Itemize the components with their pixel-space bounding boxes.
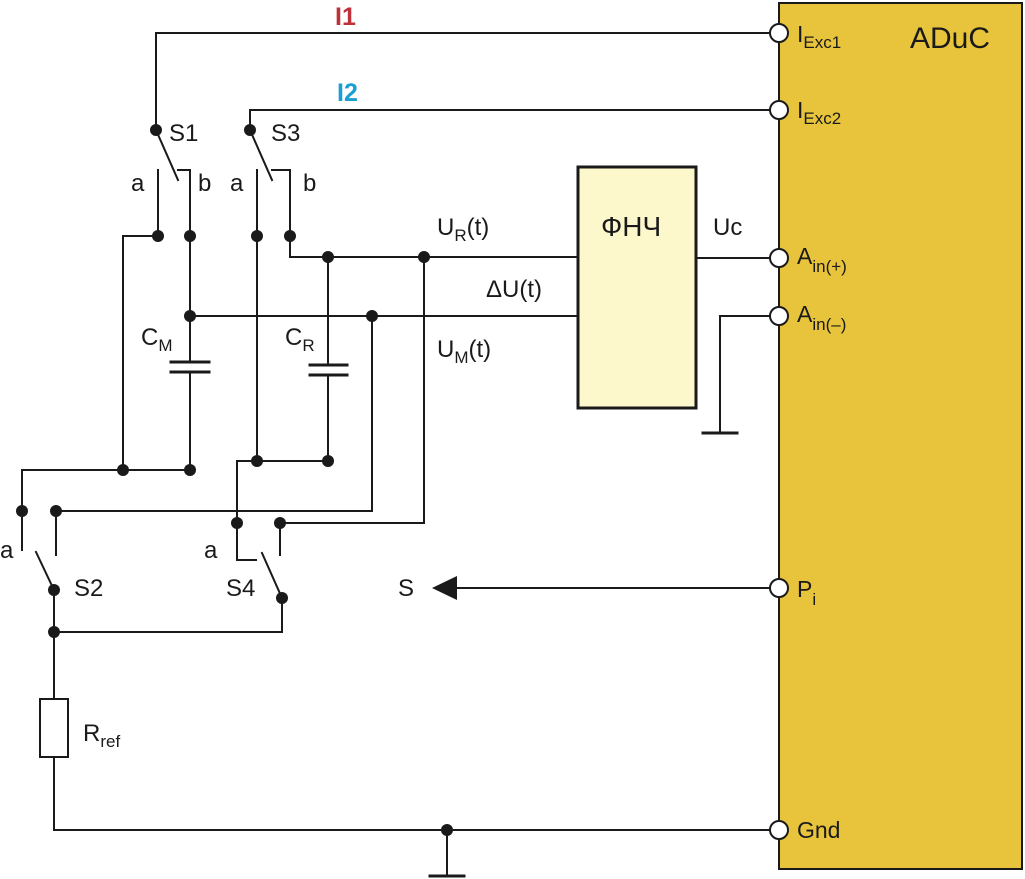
rref-resistor — [39, 698, 69, 758]
junction-dot — [322, 455, 334, 467]
i2-wire — [249, 109, 770, 131]
pin-ain-pos-label: Ain(+) — [797, 243, 847, 276]
junctions — [16, 124, 453, 836]
s1-a-label: a — [131, 170, 145, 197]
ain-neg-wire — [719, 315, 770, 434]
pin-iexc1-circle — [769, 23, 789, 43]
junction-dot — [251, 455, 263, 467]
pin-ain-neg-label: Ain(–) — [797, 301, 846, 334]
s4-a-label: a — [204, 537, 218, 564]
cr-label: CR — [285, 324, 315, 355]
s1-blade — [154, 128, 180, 182]
s4-label: S4 — [226, 575, 255, 602]
i2-label: I2 — [337, 79, 358, 107]
ur-label: UR(t) — [437, 214, 489, 245]
junction-dot — [48, 584, 60, 596]
pin-iexc2-label: IExc2 — [797, 97, 841, 128]
junction-dot — [48, 626, 60, 638]
i1-label: I1 — [335, 3, 356, 31]
junction-dot — [441, 824, 453, 836]
s2-a-label: a — [0, 537, 14, 564]
um-label: UM(t) — [437, 336, 491, 367]
s1-label: S1 — [169, 120, 198, 147]
s3-label: S3 — [271, 120, 300, 147]
filter-block — [576, 165, 698, 410]
junction-dot — [274, 517, 286, 529]
du-label: ΔU(t) — [486, 276, 542, 303]
pin-gnd-circle — [769, 820, 789, 840]
junction-dot — [184, 230, 196, 242]
junction-dot — [322, 251, 334, 263]
du-to-s2-wire — [55, 315, 373, 556]
junction-dot — [366, 310, 378, 322]
junction-dot — [244, 124, 256, 136]
wires — [21, 32, 770, 878]
s-output-label: S — [398, 575, 414, 602]
pin-circles — [769, 23, 789, 840]
pin-iexc2-circle — [769, 100, 789, 120]
s3-b-label: b — [303, 170, 316, 197]
s1a-wire — [122, 235, 159, 471]
pin-ain-pos-circle — [769, 248, 789, 268]
junction-dot — [418, 251, 430, 263]
s3b-wire — [289, 235, 579, 258]
filter-label: ФНЧ — [601, 211, 661, 242]
junction-dot — [284, 230, 296, 242]
s1-b-label: b — [198, 170, 211, 197]
junction-dot — [276, 592, 288, 604]
s1-contact-b — [177, 169, 191, 237]
s3-a-label: a — [230, 170, 244, 197]
s4-a-wire — [236, 460, 257, 561]
s3-contact-b — [271, 169, 291, 237]
s4-common-wire — [53, 597, 283, 633]
pin-ain-neg-circle — [769, 306, 789, 326]
pin-pi-label: Pi — [797, 576, 816, 609]
junction-dot — [251, 230, 263, 242]
junction-dot — [50, 505, 62, 517]
i1-wire — [155, 32, 770, 131]
pin-iexc1-label: IExc1 — [797, 21, 841, 52]
s-output-arrow — [432, 576, 457, 600]
cm-label: CM — [141, 324, 173, 355]
uc-label: Uc — [713, 214, 742, 241]
rref-bottom-wire — [53, 756, 770, 831]
junction-dot — [117, 464, 129, 476]
rref-label: Rref — [83, 720, 120, 751]
pin-gnd-label: Gnd — [797, 817, 840, 843]
junction-dot — [16, 505, 28, 517]
junction-dot — [184, 310, 196, 322]
junction-dot — [184, 464, 196, 476]
junction-dot — [152, 230, 164, 242]
s2-label: S2 — [74, 575, 103, 602]
s4-blade — [260, 551, 284, 600]
junction-dot — [150, 124, 162, 136]
ur-to-s4-wire — [279, 256, 425, 556]
aduc-label: ADuC — [910, 22, 990, 55]
s3-blade — [248, 128, 274, 182]
junction-dot — [231, 517, 243, 529]
pin-pi-circle — [769, 578, 789, 598]
aduc-block — [778, 2, 1023, 870]
s2-blade — [34, 550, 56, 592]
